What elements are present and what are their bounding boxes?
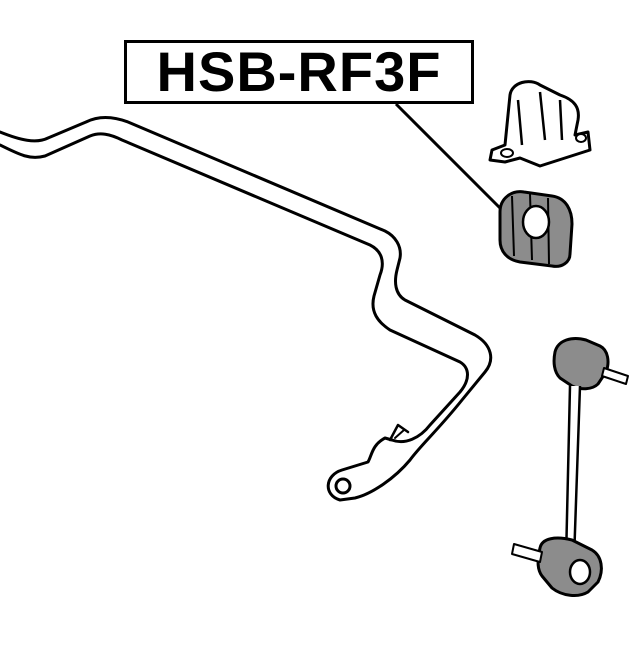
stabilizer-bushing xyxy=(498,190,574,268)
bar-end-hole xyxy=(334,477,352,495)
leader-line xyxy=(394,102,504,212)
link-upper-joint xyxy=(552,337,610,391)
link-upper-stud xyxy=(601,367,629,385)
bushing-bracket xyxy=(488,80,592,168)
stabilizer-link xyxy=(511,337,629,597)
part-number-label: HSB-RF3F xyxy=(124,40,474,104)
stabilizer-bar xyxy=(0,116,493,502)
link-rod xyxy=(564,385,582,562)
link-lower-stud xyxy=(511,543,543,563)
